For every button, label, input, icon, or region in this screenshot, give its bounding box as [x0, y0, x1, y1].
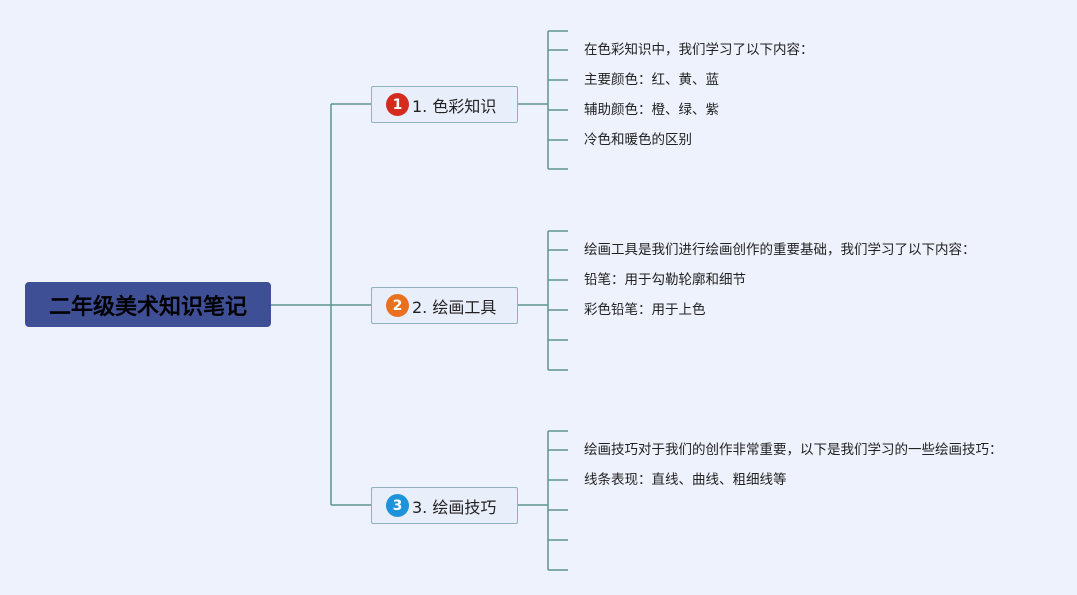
- leaf-item[interactable]: 在色彩知识中，我们学习了以下内容：: [584, 42, 814, 58]
- branch-color-knowledge[interactable]: 1 1. 色彩知识: [371, 86, 518, 123]
- branch-drawing-tools[interactable]: 2 2. 绘画工具: [371, 287, 518, 324]
- branch-label: 3. 绘画技巧: [412, 497, 497, 517]
- leaf-item[interactable]: 铅笔：用于勾勒轮廓和细节: [584, 272, 746, 288]
- leaf-item[interactable]: 冷色和暖色的区别: [584, 132, 692, 148]
- leaf-item[interactable]: 绘画技巧对于我们的创作非常重要，以下是我们学习的一些绘画技巧：: [584, 442, 1003, 458]
- number-badge-icon: 3: [386, 494, 409, 517]
- number-badge-icon: 1: [386, 93, 409, 116]
- branch-label: 2. 绘画工具: [412, 297, 497, 317]
- branch-2-bracket: [518, 230, 568, 371]
- leaf-item[interactable]: 辅助颜色：橙、绿、紫: [584, 102, 719, 118]
- leaf-item[interactable]: 绘画工具是我们进行绘画创作的重要基础，我们学习了以下内容：: [584, 242, 976, 258]
- leaf-item[interactable]: 彩色铅笔：用于上色: [584, 302, 706, 318]
- leaf-item[interactable]: 主要颜色：红、黄、蓝: [584, 72, 719, 88]
- branch-drawing-skills[interactable]: 3 3. 绘画技巧: [371, 487, 518, 524]
- branch-1-bracket: [518, 30, 568, 170]
- branch-label: 1. 色彩知识: [412, 96, 497, 116]
- branch-3-bracket: [518, 430, 568, 571]
- number-badge-icon: 2: [386, 294, 409, 317]
- root-topic[interactable]: 二年级美术知识笔记: [25, 282, 271, 327]
- leaf-item[interactable]: 线条表现：直线、曲线、粗细线等: [584, 472, 787, 488]
- root-title: 二年级美术知识笔记: [48, 294, 247, 320]
